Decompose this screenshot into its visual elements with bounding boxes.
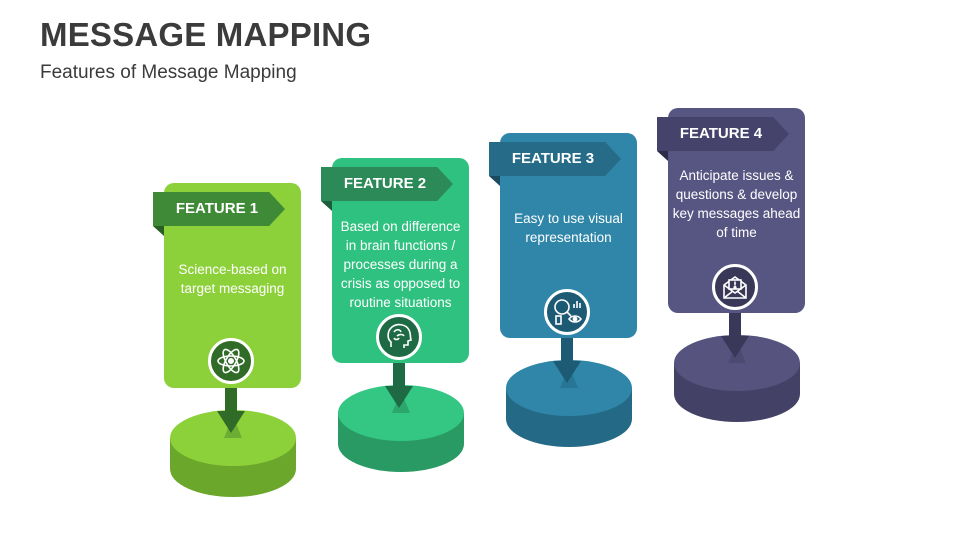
feature-description: Easy to use visual representation xyxy=(514,211,623,245)
feature-label: FEATURE 2 xyxy=(343,175,427,192)
envelope-warning-icon xyxy=(712,264,758,310)
ribbon-fold xyxy=(489,176,500,186)
base-pedestal xyxy=(506,360,632,447)
base-pedestal xyxy=(674,335,800,422)
feature-3: FEATURE 3 Easy to use visual representat… xyxy=(489,133,639,473)
ribbon-fold xyxy=(153,226,164,236)
ribbon-fold xyxy=(321,201,332,211)
atom-icon xyxy=(208,338,254,384)
feature-ribbon xyxy=(657,117,789,151)
ribbon-fold xyxy=(657,151,668,161)
feature-label: FEATURE 3 xyxy=(511,150,595,167)
search-chart-icon xyxy=(544,289,590,335)
feature-label: FEATURE 1 xyxy=(175,200,259,217)
feature-ribbon xyxy=(321,167,453,201)
base-pedestal xyxy=(170,410,296,497)
feature-4: FEATURE 4 Anticipate issues & questions … xyxy=(657,108,807,448)
feature-label: FEATURE 4 xyxy=(679,125,763,142)
brain-head-icon xyxy=(376,314,422,360)
arrow-down-icon xyxy=(217,388,245,433)
feature-1: FEATURE 1 Science-based on target messag… xyxy=(153,183,303,523)
feature-ribbon xyxy=(153,192,285,226)
page-subtitle: Features of Message Mapping xyxy=(40,62,297,83)
feature-description: Anticipate issues & questions & develop … xyxy=(672,168,801,240)
feature-description: Science-based on target messaging xyxy=(178,262,287,296)
feature-ribbon xyxy=(489,142,621,176)
arrow-down-icon xyxy=(553,338,581,383)
feature-2: FEATURE 2 Based on difference in brain f… xyxy=(321,158,471,498)
arrow-down-icon xyxy=(721,313,749,358)
arrow-down-icon xyxy=(385,363,413,408)
page-title: MESSAGE MAPPING xyxy=(40,16,372,53)
feature-description: Based on difference in brain functions /… xyxy=(340,219,461,310)
base-pedestal xyxy=(338,385,464,472)
